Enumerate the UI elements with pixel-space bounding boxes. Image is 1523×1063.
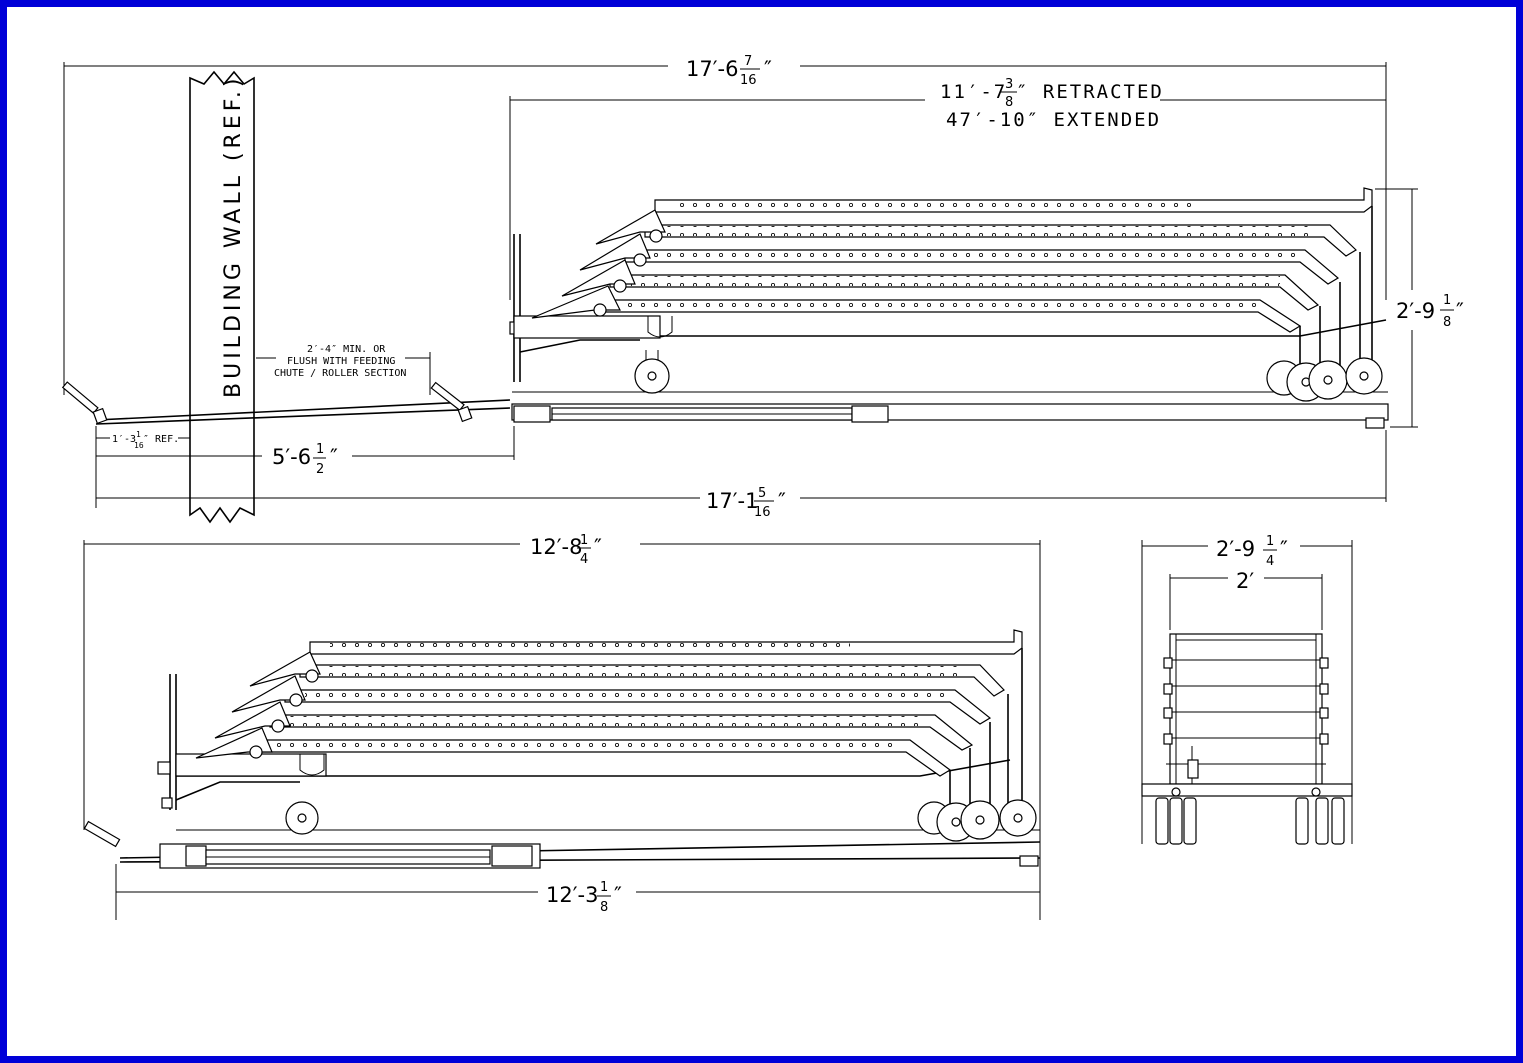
ref-dim-num: 1: [136, 430, 141, 439]
base-length-main: 17′-1: [706, 489, 758, 513]
height-unit: ″: [1456, 299, 1464, 323]
bottom-overall-main: 12′-8: [530, 535, 582, 559]
bottom-base-num: 1: [600, 880, 608, 895]
feed-chute: [61, 381, 511, 425]
end-width-num: 1: [1266, 534, 1274, 549]
overall-length-dimension: 17′-6 7 16 ″: [63, 54, 1387, 395]
end-view: 2′-9 1 4 ″ 2′: [1141, 534, 1353, 845]
bottom-base-frame: [83, 820, 1041, 869]
ref-dim-suffix: ″ REF.: [143, 434, 179, 445]
bottom-wheels: [285, 799, 1037, 842]
overall-length-unit: ″: [764, 57, 772, 81]
bottom-tier-2: [269, 714, 974, 751]
wall-to-base-den: 2: [316, 462, 324, 477]
wall-to-base-unit: ″: [330, 445, 338, 469]
bottom-tier-4: [299, 664, 1005, 697]
bottom-side-view: 12′-8 1 4 ″ 12′-3 1 8 ″: [83, 533, 1041, 920]
bottom-overall-unit: ″: [594, 535, 602, 559]
base-length-unit: ″: [778, 489, 786, 513]
bottom-tier-5: [309, 629, 1023, 655]
bottom-tier-3: [284, 689, 992, 725]
building-wall: BUILDING WALL (REF.): [189, 70, 255, 524]
wheels-top: [634, 350, 1383, 402]
wall-to-base-num: 1: [316, 442, 324, 457]
base-frame: [511, 391, 1389, 429]
overall-length-main: 17′-6: [686, 57, 738, 81]
end-width-den: 4: [1266, 554, 1274, 569]
gap-note-line-1: 2′-4″ MIN. OR: [307, 344, 386, 355]
gap-note-line-3: CHUTE / ROLLER SECTION: [274, 368, 406, 379]
end-belt-dimension: 2′: [1169, 569, 1323, 630]
gap-note: 2′-4″ MIN. OR FLUSH WITH FEEDING CHUTE /…: [256, 344, 431, 395]
height-den: 8: [1443, 315, 1451, 330]
wall-to-base-main: 5′-6: [272, 445, 311, 469]
ref-dim-den: 16: [134, 441, 144, 450]
end-width-dimension: 2′-9 1 4 ″: [1141, 534, 1353, 800]
ref-dimensions: 1′-3 1 16 ″ REF. 5′-6 1 2 ″ 17′-1 5 16 ″: [95, 426, 1387, 520]
base-length-num: 5: [758, 486, 766, 501]
conveyor-tier-5: [654, 187, 1373, 213]
bottom-base-dimension: 12′-3 1 8 ″: [115, 864, 1040, 920]
bottom-conveyor-stack: [157, 629, 1023, 820]
gap-note-line-2: FLUSH WITH FEEDING: [287, 356, 395, 367]
conveyor-tier-4: [644, 224, 1357, 257]
bottom-base-main: 12′-3: [546, 883, 598, 907]
retracted-den: 8: [1005, 95, 1013, 110]
overall-length-num: 7: [744, 54, 752, 69]
conveyor-tier-2: [609, 274, 1320, 311]
end-belt-width: 2′: [1236, 569, 1254, 593]
retracted-suffix: ″ RETRACTED: [1016, 81, 1164, 103]
retracted-num: 3: [1005, 77, 1013, 92]
top-side-view: 17′-6 7 16 ″ 11′-7 3 8 ″ RETRACTED 47′-1…: [61, 54, 1464, 524]
wall-label: BUILDING WALL (REF.): [221, 75, 246, 398]
conveyor-stack: [509, 187, 1387, 382]
conveyor-tier-1: [599, 299, 1302, 333]
height-dimension: 2′-9 1 8 ″: [1375, 188, 1464, 428]
end-width-unit: ″: [1280, 537, 1288, 561]
bottom-overall-dimension: 12′-8 1 4 ″: [83, 533, 1041, 920]
base-length-den: 16: [754, 505, 771, 520]
bottom-overall-den: 4: [580, 552, 588, 567]
end-structure: [1141, 633, 1353, 845]
height-main: 2′-9: [1396, 299, 1435, 323]
retracted-main: 11′-7: [940, 81, 1007, 103]
height-num: 1: [1443, 293, 1451, 308]
bottom-base-unit: ″: [614, 883, 622, 907]
bottom-base-den: 8: [600, 900, 608, 915]
bottom-overall-num: 1: [580, 533, 588, 548]
conveyor-length-dimension: 11′-7 3 8 ″ RETRACTED 47′-10″ EXTENDED: [509, 77, 1386, 300]
ref-dim-main: 1′-3: [112, 434, 136, 445]
overall-length-den: 16: [740, 73, 757, 88]
extended-length: 47′-10″ EXTENDED: [946, 109, 1161, 131]
bottom-tier-1: [249, 739, 952, 777]
end-width-main: 2′-9: [1216, 537, 1255, 561]
